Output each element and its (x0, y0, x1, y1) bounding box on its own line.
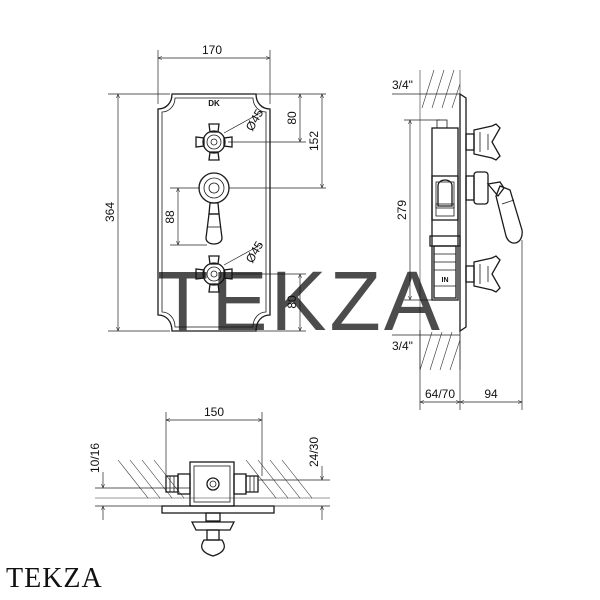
dim-10-16: 10/16 (88, 443, 190, 520)
dim-label-150: 150 (204, 405, 224, 419)
dim-88: 88 (163, 187, 207, 246)
side-view: IN 3/4" (392, 69, 523, 410)
top-view: 150 10/16 24/30 (88, 405, 330, 557)
dim-152: 152 (307, 94, 322, 188)
dim-label-24-30: 24/30 (307, 437, 321, 467)
dim-label-279: 279 (395, 200, 409, 220)
dim-label-diameter-upper: Ø45 (243, 106, 267, 133)
dim-thread-top: 3/4" (392, 78, 460, 95)
svg-text:IN: IN (442, 277, 449, 284)
dim-label-88: 88 (163, 210, 177, 224)
logo-mark: DK (208, 99, 220, 108)
lower-cross-handle (195, 255, 233, 293)
dim-label-170: 170 (202, 43, 222, 57)
side-lower-handle (465, 255, 501, 293)
dim-label-94: 94 (484, 387, 498, 401)
watermark-text: TEKZA (157, 254, 443, 348)
dim-label-64-70: 64/70 (425, 387, 455, 401)
dim-width-170: 170 (157, 43, 271, 104)
dim-24-30: 24/30 (258, 437, 330, 520)
side-upper-handle (465, 123, 501, 161)
dim-label-thread-top: 3/4" (392, 78, 413, 92)
dim-label-80-lower: 80 (285, 295, 299, 309)
top-front-handle (190, 512, 236, 557)
dim-height-364: 364 (103, 93, 170, 332)
front-plate-inner-outline (161, 97, 267, 328)
dim-94: 94 (460, 387, 522, 402)
center-lever-handle (198, 172, 230, 245)
dim-label-thread-bottom: 3/4" (392, 339, 413, 353)
dim-80-upper: 80 (285, 94, 300, 142)
dim-64-70: 64/70 (420, 387, 460, 402)
dim-label-80-upper: 80 (285, 111, 299, 125)
dim-label-152: 152 (307, 131, 321, 151)
top-right-fitting (233, 473, 259, 495)
brand-name: TEKZA (6, 563, 103, 594)
top-plate (161, 505, 275, 514)
dim-thread-bottom: 3/4" (392, 334, 460, 353)
side-inlet-fitting (429, 235, 461, 247)
dim-diameter-upper: Ø45 (223, 106, 267, 133)
side-plate (459, 92, 467, 333)
dim-label-364: 364 (103, 202, 117, 222)
top-wall-hatching (95, 459, 330, 499)
front-view: DK (103, 43, 326, 332)
dim-279: 279 (395, 119, 440, 301)
top-valve-body (189, 461, 235, 507)
dim-150: 150 (165, 405, 263, 476)
top-left-fitting (165, 473, 191, 495)
dim-label-10-16: 10/16 (88, 443, 102, 473)
upper-cross-handle (195, 123, 233, 161)
side-center-lever (465, 171, 523, 244)
dim-80-lower: 80 (285, 274, 300, 331)
